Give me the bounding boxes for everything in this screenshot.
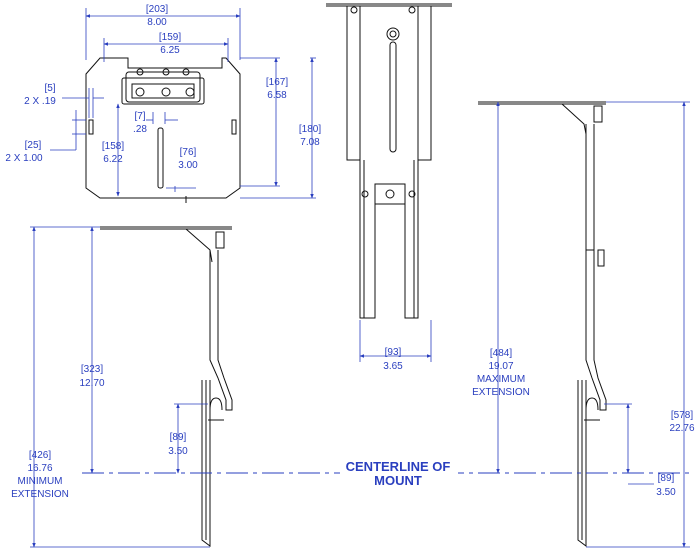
max-extension-view [478,101,607,547]
max-total-in: 22.76 [669,423,694,434]
depth2-mm: [167] [266,77,288,88]
slot-width-mm: [5] [44,83,55,94]
slot2-mm: [76] [180,147,197,158]
top-view-plate [85,57,241,203]
min-total-mm: [426] [29,450,51,461]
top-view-labels: [203] 8.00 [159] 6.25 [5] 2 X .19 [25] 2… [5,4,321,171]
hole-dia-in: .28 [133,124,147,135]
front-view-dimensions: [93] 3.65 [359,320,432,372]
max-label-2: EXTENSION [472,387,530,398]
min-extension-view [100,226,233,547]
max-label-1: MAXIMUM [477,374,525,385]
max-total-mm: [578] [671,410,693,421]
slot-length-in: 2 X 1.00 [5,153,43,164]
max-length-mm: [484] [490,348,512,359]
slot-width-in: 2 X .19 [24,96,56,107]
max-drop-in: 3.50 [656,487,676,498]
slot2-in: 3.00 [178,160,198,171]
slot-length-mm: [25] [25,140,42,151]
min-label-1: MINIMUM [18,476,63,487]
top-view-dimensions [50,8,316,199]
max-extension-dimensions: [484] 19.07 MAXIMUM EXTENSION [89] 3.50 … [472,101,695,548]
centerline-label-2: MOUNT [374,473,422,488]
inner-width-in: 6.25 [160,45,180,56]
depth-mm: [158] [102,141,124,152]
overall-depth-mm: [180] [299,124,321,135]
min-drop-in: 3.50 [168,446,188,457]
min-label-2: EXTENSION [11,489,69,500]
depth2-in: 6.58 [267,90,287,101]
min-extension-dimensions: [323] 12.70 [89] 3.50 [426] 16.76 MINIMU… [11,226,210,548]
front-view-column [326,3,452,319]
column-width-mm: [93] [385,347,402,358]
inner-width-mm: [159] [159,32,181,43]
centerline-label-1: CENTERLINE OF [346,459,451,474]
hole-dia-mm: [7] [134,111,145,122]
column-width-in: 3.65 [383,361,403,372]
max-drop-mm: [89] [658,473,675,484]
depth-in: 6.22 [103,154,123,165]
max-length-in: 19.07 [488,361,513,372]
plate-width-mm: [203] [146,4,168,15]
min-total-in: 16.76 [27,463,52,474]
centerline: CENTERLINE OF MOUNT [82,458,690,488]
min-length-in: 12.70 [79,378,104,389]
min-drop-mm: [89] [170,432,187,443]
min-length-mm: [323] [81,364,103,375]
plate-width-in: 8.00 [147,17,167,28]
overall-depth-in: 7.08 [300,137,320,148]
